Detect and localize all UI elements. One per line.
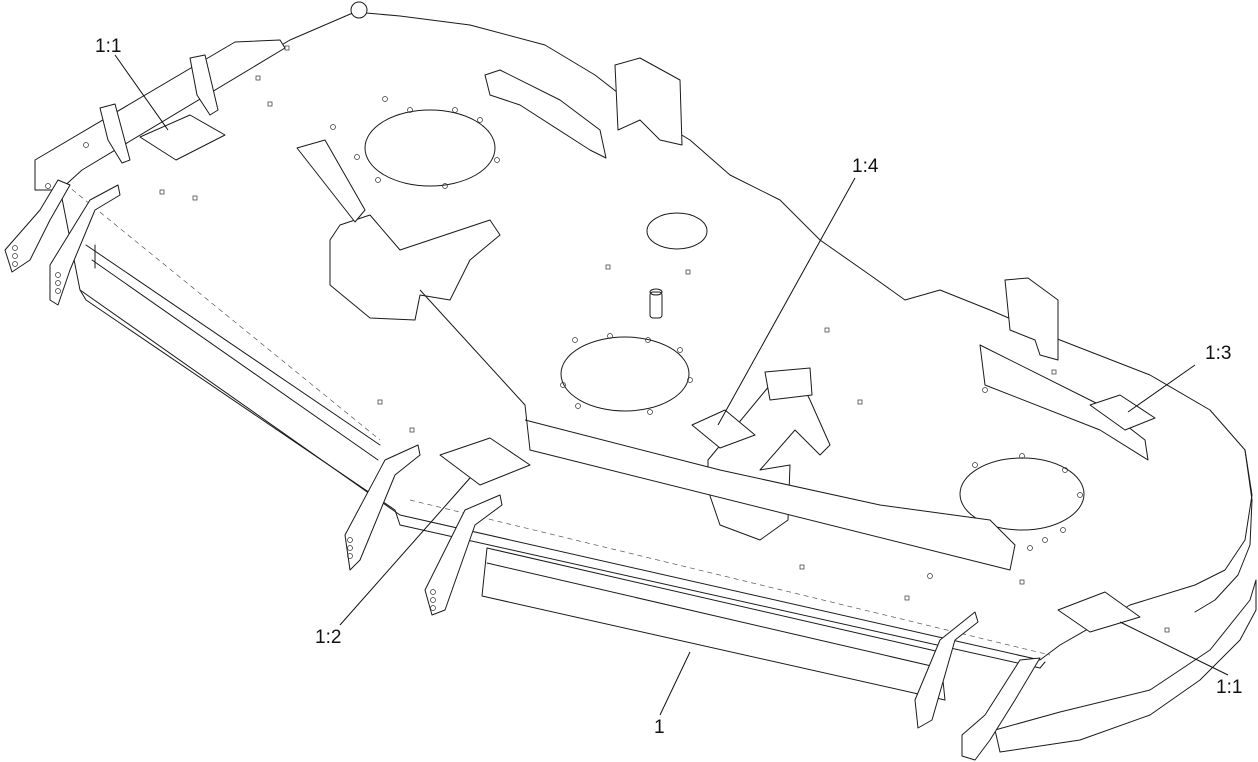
right-bracket-mid [1004,277,1059,361]
leader-1-3 [1127,364,1196,413]
center-pin-top [649,288,663,296]
decal-1-3 [1089,394,1156,431]
deck-right-end [1194,449,1253,613]
leader-1-2 [339,477,471,626]
decal-1-1-bottom [1057,591,1141,633]
deck-slots [159,45,1170,633]
idler-bracket-left [329,214,501,321]
left-rear-rail [34,39,286,191]
hitch-bracket-front-right-a [914,611,979,729]
decal-1-1-top [139,114,226,161]
belt-guide-upper [484,69,607,159]
front-baffle [481,547,946,701]
callout-1-4: 1:4 [852,156,879,177]
leader-1-4 [717,177,856,426]
callout-1: 1 [654,717,665,738]
center-bracket-tube [764,367,813,401]
center-pin [649,291,663,319]
deck-dashed-edge [57,177,1051,656]
idler-arm-left [296,139,366,223]
spindle-opening-left [364,109,496,187]
decal-1-2 [439,437,531,486]
callout-1-1-top: 1:1 [95,36,121,57]
belt-guide-lower [419,289,1016,571]
callout-1-3: 1:3 [1205,343,1231,364]
front-baffle-line [486,562,941,669]
center-pad [646,212,708,250]
spindle-opening-right [959,457,1085,531]
leader-1 [659,651,691,716]
callout-1-2: 1:2 [315,627,341,648]
hitch-bracket-front-right-b [961,657,1041,761]
leader-1-1-bottom [1119,621,1229,676]
deck-skirt [79,289,1046,669]
discharge-guard [994,579,1257,753]
rear-bracket-left-a [189,54,219,116]
top-cap [350,1,368,19]
callout-1-1-bottom: 1:1 [1216,677,1242,698]
right-bracket-upper [614,57,683,146]
rear-bracket-left-b [99,103,131,164]
deck-lower-edge [85,244,381,461]
hitch-holes-left [12,142,89,294]
spindle-opening-center [560,336,690,412]
hitch-bracket-left-rear [4,179,71,273]
leader-1-1-top [114,54,169,131]
hitch-bracket-left-front [49,184,121,306]
decal-1-4 [691,409,756,449]
hitch-bracket-front-left-b [424,494,503,616]
hitch-bracket-front-left-a [344,444,421,571]
